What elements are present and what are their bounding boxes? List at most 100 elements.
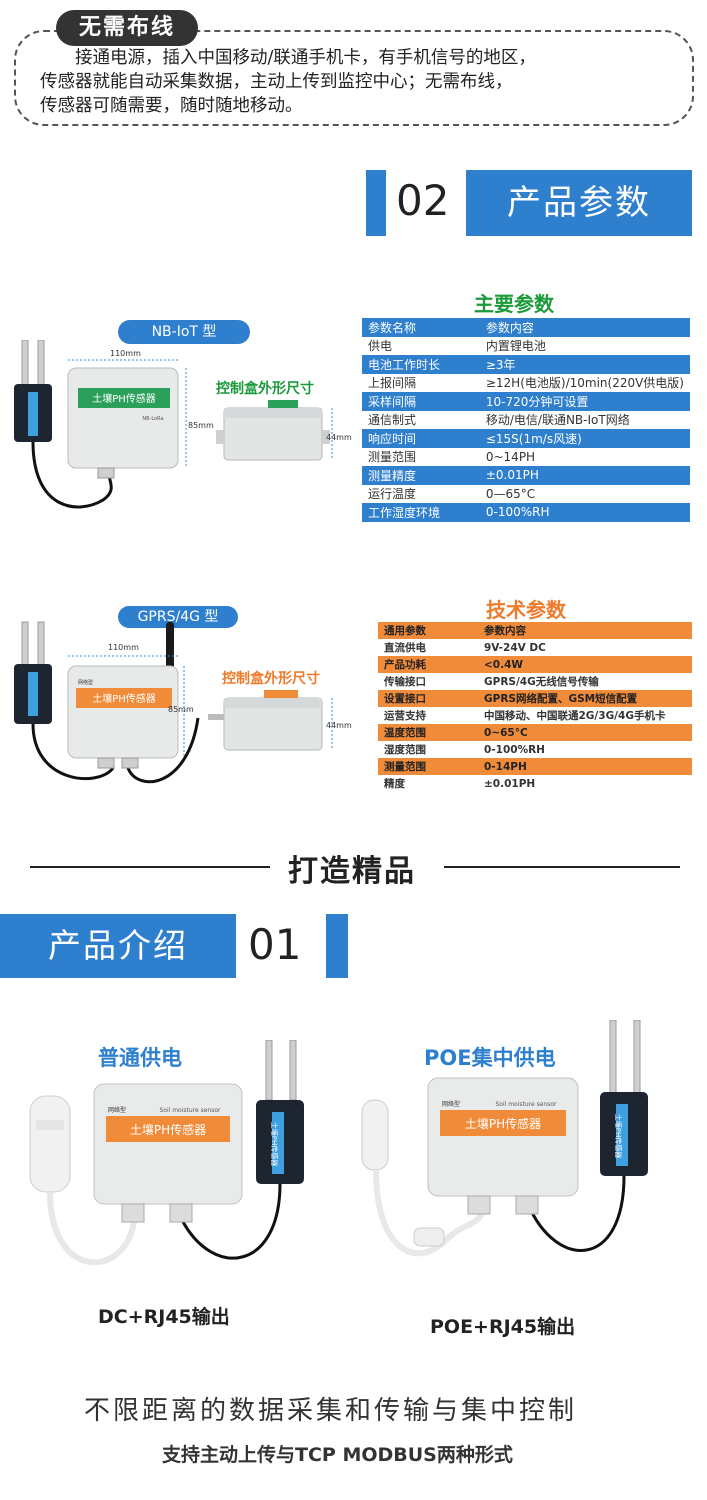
gprs-table-param-name: 精度 xyxy=(378,775,478,792)
nbiot-table-param-name: 测量精度 xyxy=(362,466,480,485)
no-wiring-text: 接通电源，插入中国移动/联通手机卡，有手机信号的地区， 传感器就能自动采集数据，… xyxy=(40,46,690,118)
nbiot-device-illustration: 土壤PH传感器 NB-LoRa 110mm 85mm 44mm xyxy=(14,340,352,509)
gprs-height-label: 85mm xyxy=(168,705,194,714)
nbiot-height-label: 85mm xyxy=(188,421,214,430)
nbiot-table-row: 上报间隔≥12H(电池版)/10min(220V供电版) xyxy=(362,373,690,392)
gprs-box-label: 控制盒外形尺寸 xyxy=(222,671,320,687)
nbiot-device-label: 土壤PH传感器 xyxy=(92,392,156,405)
poe-device-tag: 网络型 xyxy=(442,1100,460,1108)
nbiot-table-row: 参数名称参数内容 xyxy=(362,318,690,337)
nbiot-table-row: 电池工作时长≥3年 xyxy=(362,355,690,374)
poe-device-label: 土壤PH传感器 xyxy=(465,1116,541,1131)
nbiot-table-param-value: 0-100%RH xyxy=(479,503,690,522)
no-wiring-line-3: 传感器可随需要，随时随地移动。 xyxy=(40,96,303,116)
bottom-subslogan: 支持主动上传与TCP MODBUS两种形式 xyxy=(162,1444,513,1466)
nbiot-table-param-name: 电池工作时长 xyxy=(362,355,480,374)
nbiot-table-param-value: 移动/电信/联通NB-IoT网络 xyxy=(479,410,690,429)
gprs-table-param-name: 传输接口 xyxy=(378,673,478,690)
no-wiring-line-1: 接通电源，插入中国移动/联通手机卡，有手机信号的地区， xyxy=(75,48,536,68)
gprs-type-pill: GPRS/4G 型 xyxy=(118,606,238,628)
nbiot-table-param-name: 响应时间 xyxy=(362,429,480,448)
dc-device-sub: Soil moisture sensor xyxy=(159,1107,221,1114)
gprs-table-row: 运营支持中国移动、中国联通2G/3G/4G手机卡 xyxy=(378,707,692,724)
right-power-title: POE集中供电 xyxy=(424,1046,556,1070)
nbiot-table-param-name: 运行温度 xyxy=(362,484,480,503)
nbiot-table-title: 主要参数 xyxy=(474,292,554,316)
section-bar-left xyxy=(366,170,386,236)
quality-title: 打造精品 xyxy=(288,854,416,889)
nbiot-table-param-name: 参数名称 xyxy=(362,318,480,337)
gprs-table-param-value: 中国移动、中国联通2G/3G/4G手机卡 xyxy=(478,707,692,724)
poe-device-sub: Soil moisture sensor xyxy=(495,1101,557,1108)
gprs-device-illustration: 土壤PH传感器 网络型 110mm 85mm 44mm xyxy=(14,621,352,784)
nbiot-table-param-value: ≥3年 xyxy=(479,355,690,374)
nbiot-param-table: 参数名称参数内容供电内置锂电池电池工作时长≥3年上报间隔≥12H(电池版)/10… xyxy=(362,318,690,522)
gprs-device-label: 土壤PH传感器 xyxy=(92,692,156,705)
gprs-device-tag: 网络型 xyxy=(78,679,93,686)
nbiot-table-param-name: 测量范围 xyxy=(362,447,480,466)
gprs-table-param-name: 运营支持 xyxy=(378,707,478,724)
left-power-caption: DC+RJ45输出 xyxy=(98,1306,230,1328)
poe-probe-label: 土壤PH传感器 xyxy=(614,1114,623,1159)
gprs-width-label: 110mm xyxy=(108,643,139,652)
nbiot-table-row: 通信制式移动/电信/联通NB-IoT网络 xyxy=(362,410,690,429)
gprs-table-param-value: 0-14PH xyxy=(478,758,692,775)
intro-section-bar xyxy=(326,914,348,978)
no-wiring-box xyxy=(14,30,694,126)
gprs-table-row: 精度±0.01PH xyxy=(378,775,692,792)
nbiot-table-param-name: 通信制式 xyxy=(362,410,480,429)
nbiot-table-param-value: 参数内容 xyxy=(479,318,690,337)
dc-device-label: 土壤PH传感器 xyxy=(130,1122,206,1137)
nbiot-table-param-value: 0~14PH xyxy=(479,447,690,466)
nbiot-table-param-name: 工作湿度环境 xyxy=(362,503,480,522)
nbiot-table-row: 测量精度±0.01PH xyxy=(362,466,690,485)
left-power-title: 普通供电 xyxy=(98,1046,182,1070)
dc-device-tag: 网络型 xyxy=(108,1106,126,1114)
nbiot-table-param-value: ≤15S(1m/s风速) xyxy=(479,429,690,448)
params-section-number: 02 xyxy=(396,176,450,225)
nbiot-table-param-name: 采样间隔 xyxy=(362,392,480,411)
nbiot-width-label: 110mm xyxy=(110,349,141,358)
right-power-caption: POE+RJ45输出 xyxy=(430,1316,576,1338)
nbiot-type-pill: NB-IoT 型 xyxy=(118,320,250,344)
intro-section-number: 01 xyxy=(248,920,302,969)
dc-device-illustration: 土壤PH传感器 土壤PH传感器 网络型 Soil moisture sensor xyxy=(29,1040,304,1266)
gprs-table-param-value: 9V-24V DC xyxy=(478,639,692,656)
gprs-table-param-value: 0-100%RH xyxy=(478,741,692,758)
gprs-table-param-name: 产品功耗 xyxy=(378,656,478,673)
gprs-table-param-value: GPRS/4G无线信号传输 xyxy=(478,673,692,690)
gprs-table-param-value: 0~65°C xyxy=(478,724,692,741)
nbiot-table-param-name: 上报间隔 xyxy=(362,373,480,392)
nbiot-device-sub: NB-LoRa xyxy=(142,416,163,422)
gprs-table-param-value: ±0.01PH xyxy=(478,775,692,792)
gprs-table-row: 通用参数参数内容 xyxy=(378,622,692,639)
gprs-table-row: 产品功耗<0.4W xyxy=(378,656,692,673)
dc-probe-label: 土壤PH传感器 xyxy=(270,1122,279,1167)
nbiot-table-param-value: 内置锂电池 xyxy=(479,336,690,355)
nbiot-table-row: 响应时间≤15S(1m/s风速) xyxy=(362,429,690,448)
gprs-table-param-name: 测量范围 xyxy=(378,758,478,775)
nbiot-box-label: 控制盒外形尺寸 xyxy=(216,381,314,397)
gprs-table-param-name: 湿度范围 xyxy=(378,741,478,758)
nbiot-table-row: 供电内置锂电池 xyxy=(362,336,690,355)
intro-section-title: 产品介绍 xyxy=(0,914,236,978)
poe-device-illustration: 土壤PH传感器 土壤PH传感器 网络型 Soil moisture sensor xyxy=(361,1020,648,1257)
bottom-slogan: 不限距离的数据采集和传输与集中控制 xyxy=(84,1396,578,1426)
gprs-depth-label: 44mm xyxy=(326,721,352,730)
nbiot-table-param-value: 10-720分钟可设置 xyxy=(479,392,690,411)
no-wiring-tag: 无需布线 xyxy=(56,10,198,46)
no-wiring-line-2: 传感器就能自动采集数据，主动上传到监控中心；无需布线， xyxy=(40,72,513,92)
nbiot-table-param-value: ≥12H(电池版)/10min(220V供电版) xyxy=(479,373,690,392)
nbiot-depth-label: 44mm xyxy=(326,433,352,442)
gprs-table-param-name: 通用参数 xyxy=(378,622,478,639)
quality-divider-left xyxy=(30,866,270,868)
